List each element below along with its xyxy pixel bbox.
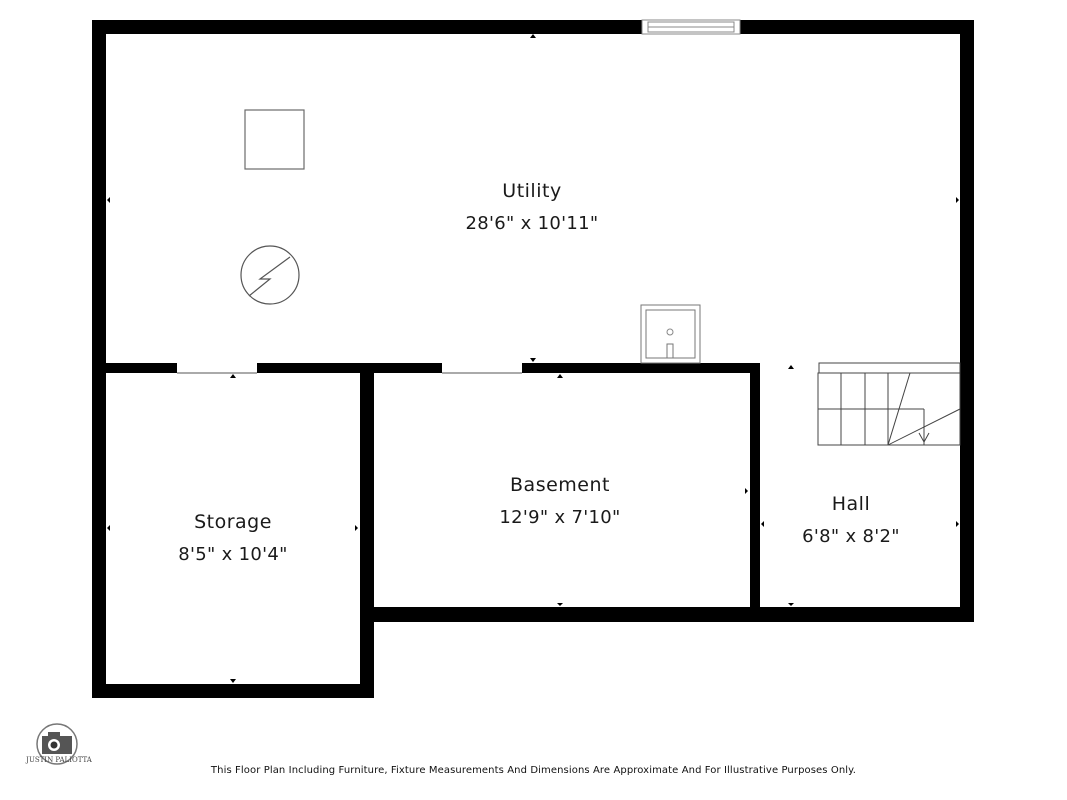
room-name: Storage: [194, 511, 272, 533]
room-hall: Hall 6'8" x 8'2": [802, 493, 900, 547]
camera-logo-icon: [36, 723, 78, 765]
room-storage: Storage 8'5" x 10'4": [178, 511, 287, 565]
logo-text: JUSTIN PALIOTTA: [26, 756, 92, 764]
walls: [92, 20, 974, 698]
window: [641, 19, 741, 35]
square-fixture: [244, 109, 305, 170]
room-dimensions: 12'9" x 7'10": [499, 507, 620, 528]
water-heater-icon: [240, 245, 300, 305]
room-dimensions: 6'8" x 8'2": [802, 526, 900, 547]
room-name: Hall: [832, 493, 871, 515]
room-dimensions: 28'6" x 10'11": [466, 213, 599, 234]
dimension-markers: [107, 34, 959, 683]
room-name: Utility: [502, 180, 561, 202]
room-utility: Utility 28'6" x 10'11": [466, 180, 599, 234]
room-basement: Basement 12'9" x 7'10": [499, 474, 620, 528]
room-name: Basement: [510, 474, 610, 496]
utility-sink-icon: [640, 304, 701, 364]
disclaimer-text: This Floor Plan Including Furniture, Fix…: [210, 765, 857, 776]
room-dimensions: 8'5" x 10'4": [178, 544, 287, 565]
staircase: [817, 362, 961, 446]
